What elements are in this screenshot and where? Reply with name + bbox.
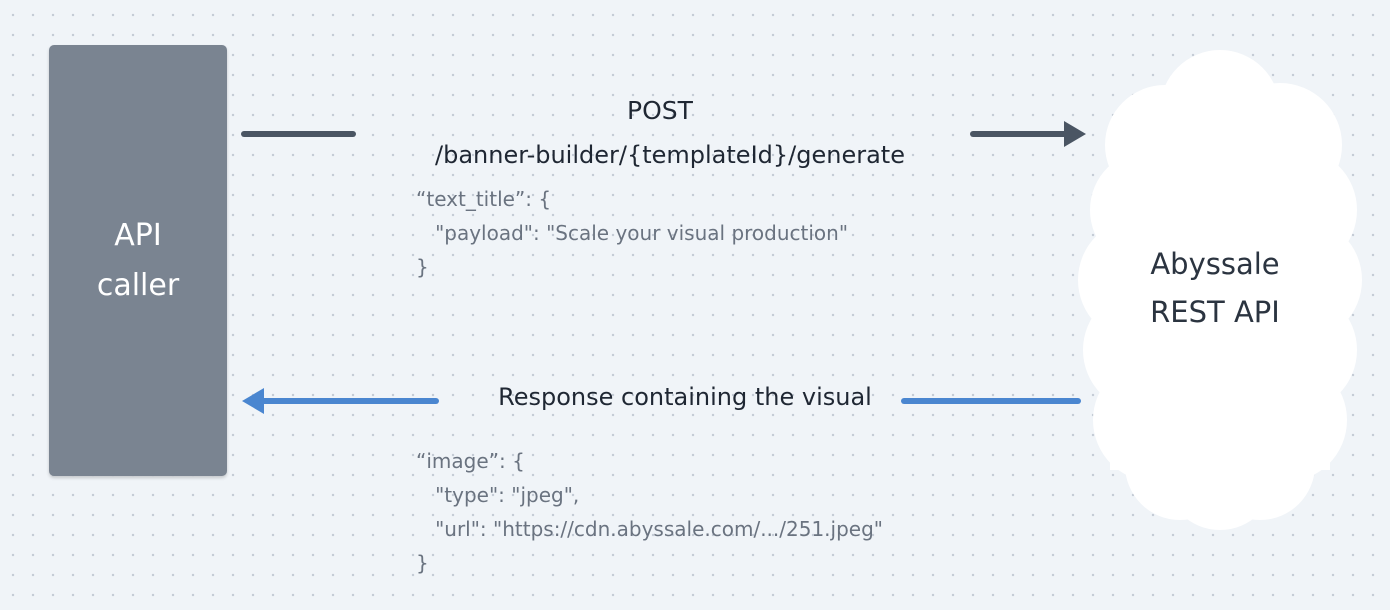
api-caller-label-line2: caller: [96, 267, 180, 303]
rest-api-label-line2: REST API: [1150, 295, 1280, 329]
request-endpoint-path: /banner-builder/{templateId}/generate: [435, 141, 905, 169]
response-arrow-head: [242, 388, 264, 414]
api-caller-box: API caller: [49, 45, 227, 476]
request-arrow-head: [1064, 121, 1086, 147]
response-json-body: “image”: { "type": "jpeg", "url": "https…: [416, 449, 883, 575]
request-method: POST: [627, 96, 693, 125]
request-json-body: “text_title”: { "payload": "Scale your v…: [416, 187, 849, 279]
rest-api-label: Abyssale REST API: [1100, 240, 1330, 336]
rest-api-cloud: [1078, 50, 1362, 530]
api-caller-label-line1: API: [114, 217, 162, 253]
rest-api-label-line1: Abyssale: [1150, 247, 1280, 281]
response-label: Response containing the visual: [498, 383, 872, 411]
api-caller-label: API caller: [53, 211, 223, 311]
